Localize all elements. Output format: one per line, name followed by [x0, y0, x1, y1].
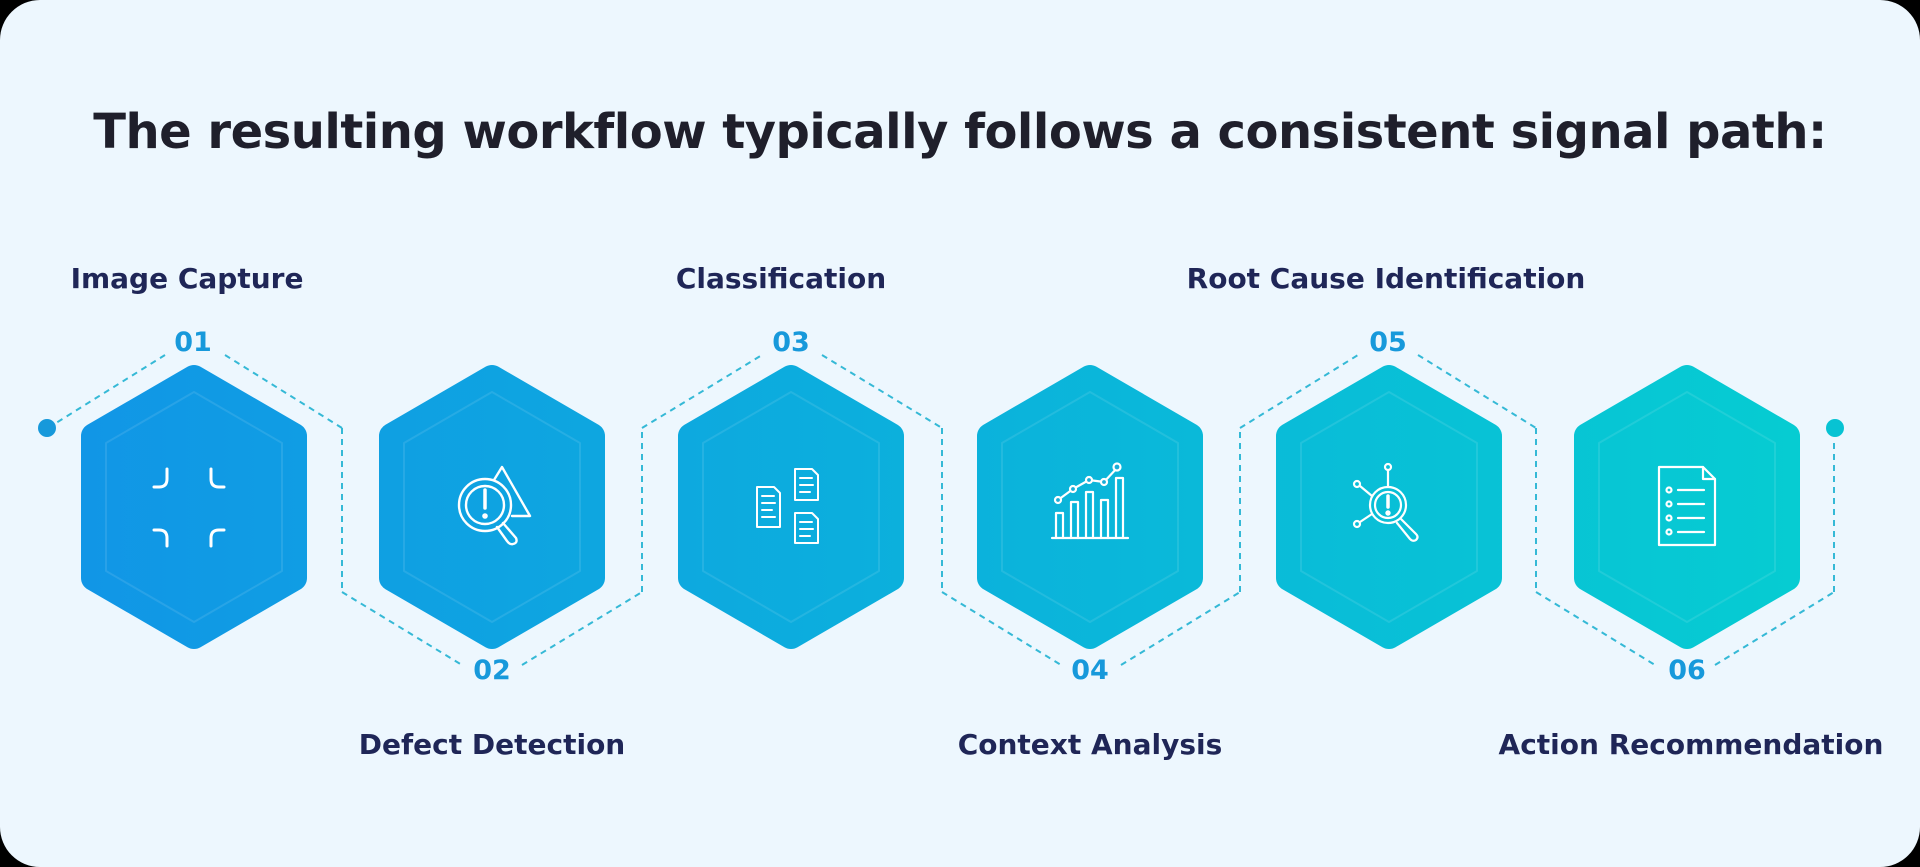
connector-segment [47, 354, 166, 429]
step-number-01: 01 [174, 327, 212, 358]
connector-segment [641, 354, 763, 429]
connector-segment [341, 591, 463, 666]
warning-magnifier-icon [457, 465, 532, 546]
connector-segment [1239, 354, 1359, 429]
step-label-04: Context Analysis [957, 728, 1223, 761]
step-number-03: 03 [772, 327, 810, 358]
connector-segment [1120, 591, 1241, 666]
connector-segment [1417, 354, 1537, 429]
path-start-dot [38, 419, 56, 437]
step-label-02: Defect Detection [358, 728, 626, 761]
connector-segment [941, 591, 1062, 666]
step-number-04: 04 [1071, 655, 1109, 686]
step-label-05: Root Cause Identification [1186, 262, 1586, 295]
step-label-06: Action Recommendation [1498, 728, 1884, 761]
connector-segment [821, 354, 943, 429]
hexagon-group [94, 378, 1787, 636]
connector-path [47, 354, 1835, 666]
step-number-05: 05 [1369, 327, 1407, 358]
connector-segment [1714, 591, 1835, 666]
connector-segment [1535, 591, 1656, 666]
documents-icon [756, 468, 819, 544]
network-search-icon [1352, 462, 1419, 542]
step-number-02: 02 [473, 655, 511, 686]
connector-segment [521, 591, 643, 666]
bar-chart-trend-icon [1050, 462, 1130, 540]
step-label-01: Image Capture [70, 262, 304, 295]
page-title: The resulting workflow typically follows… [93, 104, 1827, 160]
step-label-03: Classification [675, 262, 887, 295]
path-end-dot [1826, 419, 1844, 437]
step-number-06: 06 [1668, 655, 1706, 686]
checklist-document-icon [1657, 465, 1717, 547]
scan-frame-icon [152, 467, 226, 548]
connector-segment [224, 354, 343, 429]
